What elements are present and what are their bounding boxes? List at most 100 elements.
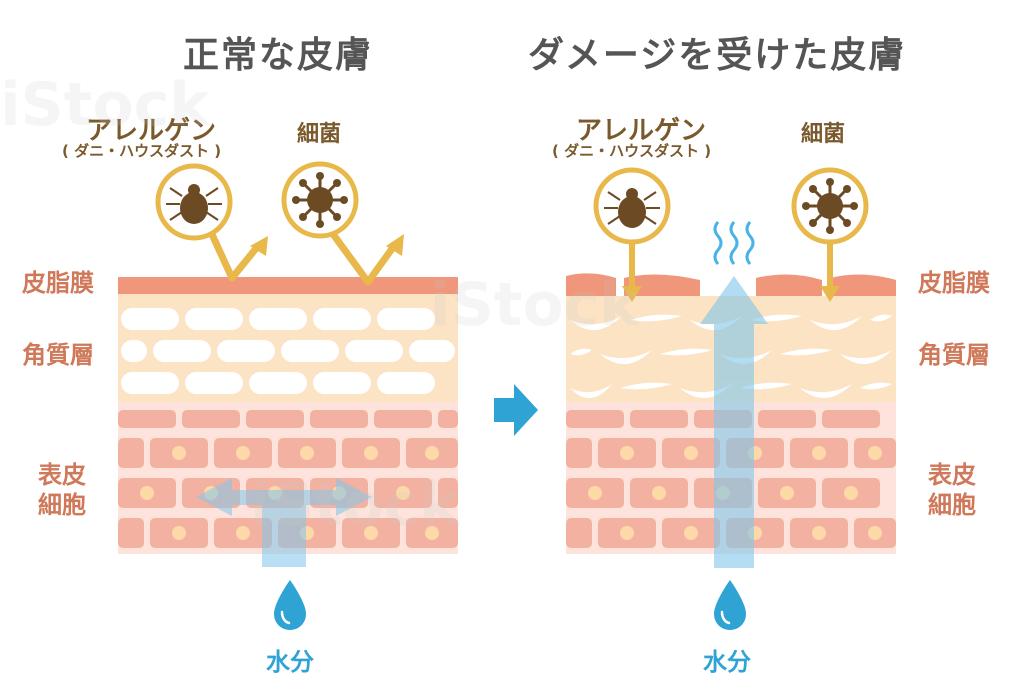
corneocyte-damaged — [860, 382, 892, 390]
corneocyte — [409, 340, 455, 362]
right-bacteria-arrow-head — [820, 286, 840, 302]
epidermal-cell — [630, 410, 688, 428]
corneocyte — [249, 372, 307, 394]
watermark: iStock — [250, 470, 460, 540]
right-mite-icon — [593, 167, 671, 245]
cell-nucleus — [812, 446, 826, 460]
corneocyte-damaged — [600, 350, 652, 365]
epidermal-cell — [822, 410, 880, 428]
right-stratum-label: 角質層 — [918, 341, 990, 369]
left-bacteria-label: 細菌 — [297, 122, 342, 147]
left-corneocytes — [121, 308, 455, 394]
cell-nucleus — [300, 446, 314, 460]
epidermal-cell — [758, 410, 816, 428]
cell-nucleus — [364, 446, 378, 460]
epidermal-cell — [118, 410, 176, 428]
left-allergen-sub: ( ダニ・ハウスダスト ) — [62, 142, 222, 160]
cell-nucleus — [620, 526, 634, 540]
epidermal-cell — [438, 478, 458, 508]
steam-icon — [713, 221, 755, 265]
cell-nucleus — [780, 486, 794, 500]
corneocyte-damaged — [570, 348, 592, 356]
right-allergen-label: アレルゲン — [576, 116, 707, 146]
cell-nucleus — [684, 446, 698, 460]
left-sebum-label: 皮脂膜 — [22, 269, 94, 297]
corneocyte-damaged — [690, 316, 742, 331]
epidermal-cell — [310, 410, 368, 428]
left-water-flow — [196, 478, 372, 567]
corneocyte-damaged — [810, 316, 862, 331]
right-bacteria-label: 細菌 — [801, 122, 846, 147]
corneocyte-damaged — [680, 384, 732, 399]
epidermal-cell — [246, 410, 304, 428]
corneocyte-damaged — [780, 348, 832, 356]
corneocyte-damaged — [800, 384, 852, 399]
cell-nucleus — [684, 526, 698, 540]
epidermal-cell — [438, 410, 458, 428]
cell-nucleus — [652, 486, 666, 500]
cell-nucleus — [172, 446, 186, 460]
corneocyte — [121, 340, 147, 362]
epidermal-cell — [566, 518, 592, 548]
left-epidermal-line1: 表皮 — [38, 461, 86, 489]
cell-nucleus — [844, 486, 858, 500]
normal-skin-title: 正常な皮膚 — [183, 35, 374, 76]
cell-nucleus — [396, 486, 410, 500]
corneocyte — [185, 372, 243, 394]
corneocyte-damaged — [870, 314, 892, 322]
right-water-escape-arrow — [700, 276, 768, 568]
right-sebum-label: 皮脂膜 — [918, 269, 990, 297]
cell-nucleus — [236, 446, 250, 460]
epidermal-cell — [118, 518, 144, 548]
corneocyte — [313, 372, 371, 394]
corneocyte — [345, 340, 403, 362]
water-flow-stem — [262, 505, 306, 567]
epidermal-cell — [374, 410, 432, 428]
corneocyte — [377, 372, 435, 394]
right-epidermal-label: 表皮 細胞 — [928, 460, 976, 520]
cell-nucleus — [868, 526, 882, 540]
left-stratum-label: 角質層 — [22, 341, 94, 369]
cell-nucleus — [364, 526, 378, 540]
left-bacteria-arrow-head — [386, 234, 404, 256]
right-epidermal-cells — [566, 410, 896, 548]
corneocyte — [217, 340, 275, 362]
water-flow-junction — [262, 490, 306, 508]
cell-nucleus — [172, 526, 186, 540]
corneocyte — [153, 340, 211, 362]
epidermal-cell — [182, 410, 240, 428]
right-allergen-arrow-head — [622, 286, 642, 302]
epidermal-cell — [118, 438, 144, 468]
left-allergen-bounce-arrow — [206, 226, 262, 282]
left-virus-icon — [281, 161, 359, 239]
right-water-label: 水分 — [703, 648, 751, 676]
left-epidermal-line2: 細胞 — [38, 491, 86, 519]
watermark: iStock — [0, 70, 210, 140]
corneocyte — [121, 372, 179, 394]
left-allergen-label: アレルゲン — [86, 116, 217, 146]
corneocyte-damaged — [570, 384, 612, 399]
cell-nucleus — [140, 486, 154, 500]
right-virus-icon — [791, 167, 869, 245]
watermark: iStock — [430, 270, 640, 340]
left-allergen-arrow-head — [250, 236, 268, 256]
left-mite-icon — [155, 163, 233, 241]
corneocyte — [185, 308, 243, 330]
cell-nucleus — [588, 486, 602, 500]
corneocyte — [249, 308, 307, 330]
damaged-skin-title: ダメージを受けた皮膚 — [528, 35, 907, 76]
water-flow-left-arrow — [196, 478, 262, 516]
corneocyte-damaged — [660, 348, 712, 356]
corneocyte — [121, 308, 179, 330]
left-sebum-layer — [118, 277, 458, 294]
left-epidermal-label: 表皮 細胞 — [38, 460, 86, 520]
cell-nucleus — [236, 526, 250, 540]
right-epidermal-line2: 細胞 — [928, 491, 976, 519]
arrow-right-icon — [494, 384, 538, 436]
cell-nucleus — [812, 526, 826, 540]
corneocyte-damaged — [620, 382, 672, 390]
corneocyte-damaged — [630, 314, 682, 322]
epidermal-cell — [566, 410, 624, 428]
corneocyte — [281, 340, 339, 362]
